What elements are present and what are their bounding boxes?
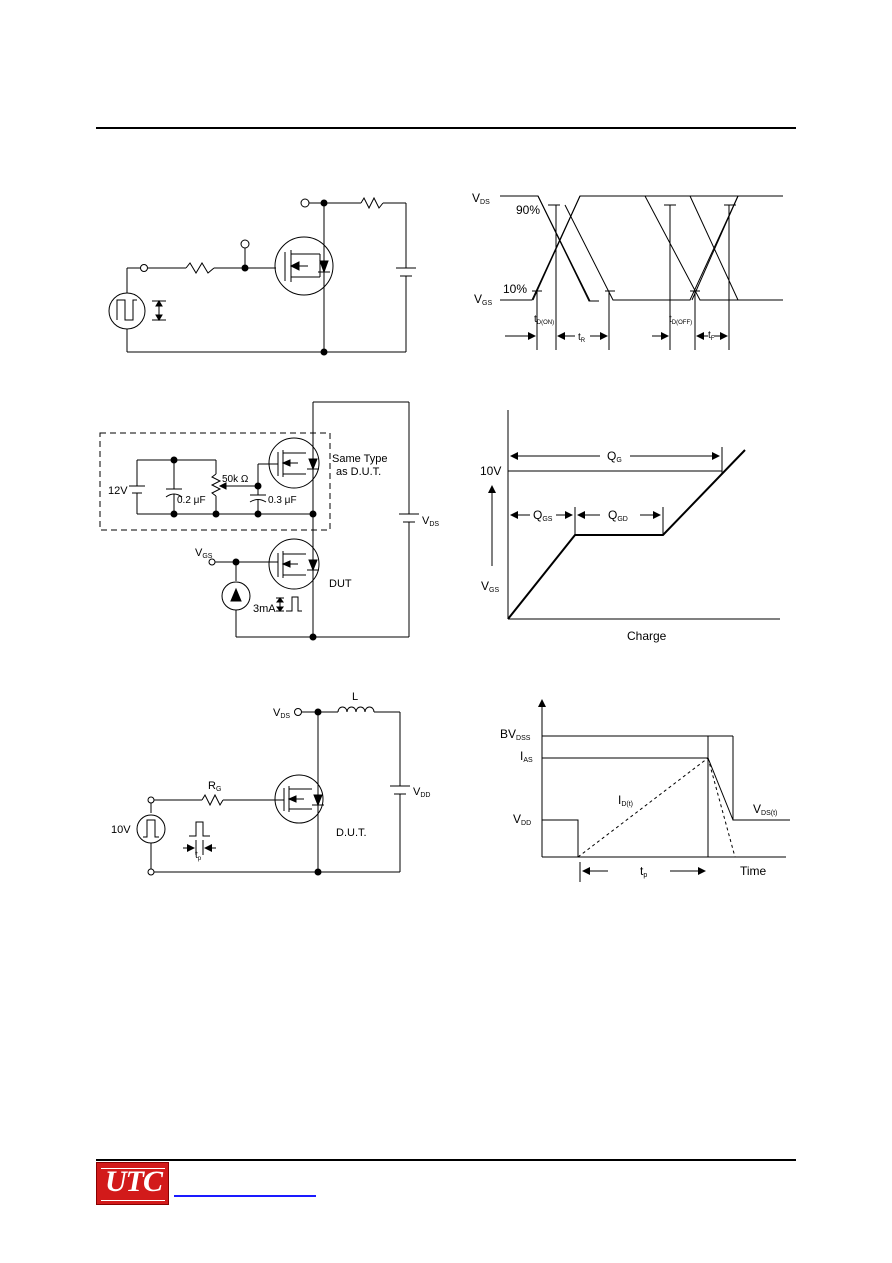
- svg-text:L: L: [352, 691, 358, 703]
- svg-text:VGS: VGS: [474, 292, 492, 307]
- svg-text:10V: 10V: [480, 464, 501, 478]
- svg-text:VDS(t): VDS(t): [753, 802, 777, 817]
- svg-text:VDS: VDS: [273, 707, 290, 720]
- svg-text:DUT: DUT: [329, 578, 352, 590]
- utc-logo: UTC: [96, 1162, 169, 1205]
- svg-text:0.2 μF: 0.2 μF: [177, 495, 206, 506]
- svg-text:tp: tp: [195, 850, 202, 862]
- svg-text:Charge: Charge: [627, 629, 667, 643]
- svg-text:QGS: QGS: [533, 508, 553, 523]
- svg-text:RG: RG: [208, 780, 221, 793]
- svg-text:BVDSS: BVDSS: [500, 727, 531, 742]
- svg-text:tF: tF: [708, 330, 715, 342]
- svg-text:12V: 12V: [108, 485, 128, 497]
- svg-text:tD(OFF): tD(OFF): [669, 314, 692, 326]
- svg-text:QGD: QGD: [608, 508, 628, 523]
- header-rule: [96, 127, 796, 129]
- gate-charge-waveform: [488, 410, 780, 620]
- avalanche-circuit: [136, 706, 410, 876]
- gate-charge-circuit-labels: Same Type as D.U.T. 12V 50k Ω 0.2 μF 0.3…: [108, 453, 439, 615]
- svg-text:ID(t): ID(t): [618, 793, 633, 808]
- gate-charge-waveform-labels: QG 10V QGS QGD VGS Charge: [480, 449, 667, 643]
- svg-text:10%: 10%: [503, 282, 527, 296]
- svg-text:QG: QG: [607, 449, 622, 464]
- switching-waveform-labels: VDS 90% 10% VGS tD(ON) tR tD(OFF) tF: [472, 191, 715, 344]
- svg-text:VGS: VGS: [195, 547, 213, 560]
- footer-link[interactable]: [174, 1195, 316, 1197]
- svg-text:Time: Time: [740, 864, 767, 878]
- svg-text:0.3 μF: 0.3 μF: [268, 495, 297, 506]
- svg-text:as D.U.T.: as D.U.T.: [336, 466, 381, 478]
- gate-charge-circuit: [99, 401, 419, 641]
- svg-text:VGS: VGS: [481, 579, 499, 594]
- svg-text:Same Type: Same Type: [332, 453, 387, 465]
- svg-text:VDS: VDS: [422, 515, 439, 528]
- switching-waveform: [500, 195, 783, 350]
- svg-text:VDS: VDS: [472, 191, 490, 206]
- svg-text:IAS: IAS: [520, 749, 533, 764]
- svg-text:10V: 10V: [111, 824, 131, 836]
- avalanche-waveform: [538, 699, 790, 882]
- svg-text:90%: 90%: [516, 203, 540, 217]
- svg-text:tR: tR: [578, 332, 586, 344]
- avalanche-waveform-labels: BVDSS IAS ID(t) VDD VDS(t) tp Time: [500, 727, 777, 879]
- svg-text:D.U.T.: D.U.T.: [336, 827, 367, 839]
- svg-text:3mA: 3mA: [253, 603, 276, 615]
- svg-text:50k Ω: 50k Ω: [222, 474, 249, 485]
- switching-test-circuit: [108, 196, 416, 356]
- svg-text:tD(ON): tD(ON): [534, 314, 554, 326]
- svg-text:tp: tp: [640, 864, 647, 879]
- avalanche-circuit-labels: VDS L RG VDD 10V tp D.U.T.: [111, 691, 430, 862]
- footer-rule: [96, 1159, 796, 1161]
- svg-text:VDD: VDD: [413, 786, 430, 799]
- svg-text:VDD: VDD: [513, 812, 531, 827]
